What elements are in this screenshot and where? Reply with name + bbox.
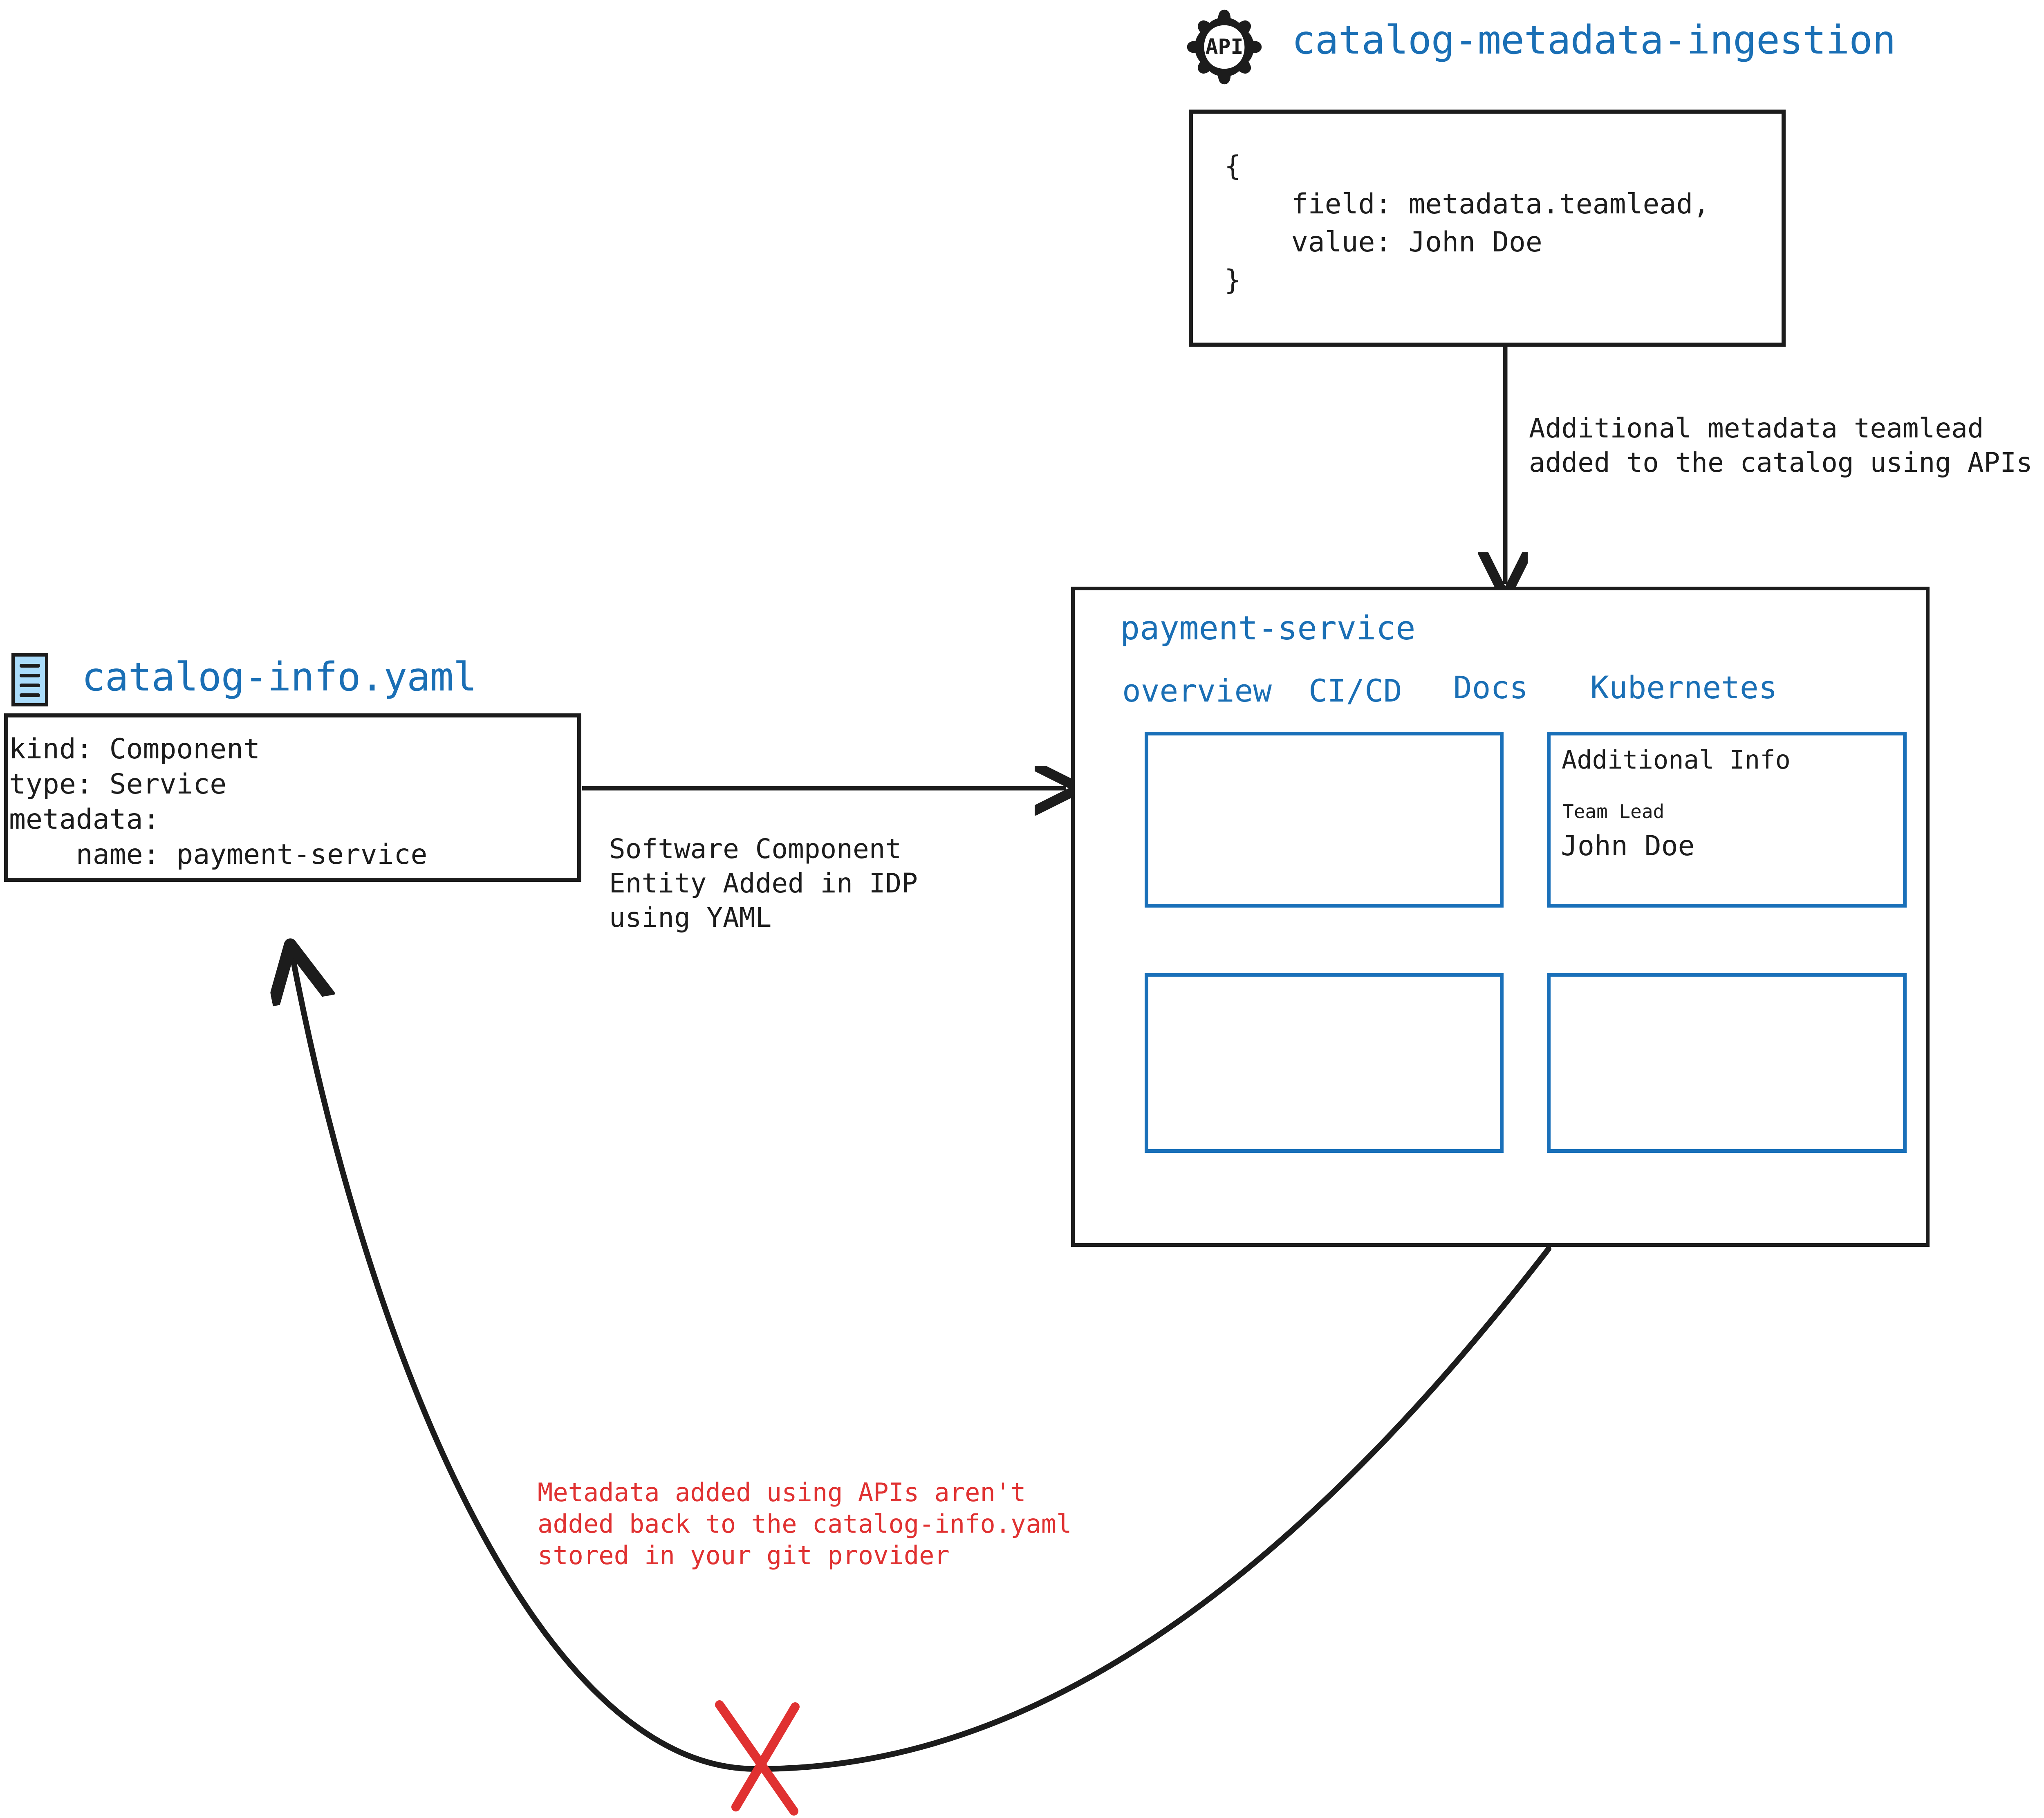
- warning-message: Metadata added using APIs aren't added b…: [538, 1477, 1072, 1570]
- team-lead-value: John Doe: [1561, 830, 1695, 862]
- tab-cicd[interactable]: CI/CD: [1309, 673, 1402, 709]
- api-source-title: catalog-metadata-ingestion: [1292, 17, 1896, 63]
- panel-card-bottom-right: [1547, 973, 1907, 1153]
- api-payload-code: { field: metadata.teamlead, value: John …: [1224, 150, 1710, 296]
- api-payload-box: [1189, 110, 1786, 347]
- yaml-source-box: [4, 713, 581, 882]
- team-lead-label: Team Lead: [1562, 800, 1665, 823]
- panel-card-bottom-left: [1145, 973, 1504, 1153]
- panel-entity-title: payment-service: [1120, 609, 1416, 647]
- yaml-source-title: catalog-info.yaml: [82, 654, 477, 700]
- blocked-x-marker: [715, 1700, 800, 1816]
- yaml-source-code: kind: Component type: Service metadata: …: [9, 733, 428, 871]
- yaml-file-icon: [11, 653, 48, 706]
- svg-text:API: API: [1206, 35, 1244, 59]
- tab-overview[interactable]: overview: [1122, 673, 1272, 709]
- panel-card-additional-info: [1547, 732, 1907, 908]
- edge-label-yaml-to-panel: Software Component Entity Added in IDP u…: [609, 833, 918, 933]
- panel-card-top-left: [1145, 732, 1504, 908]
- tab-docs[interactable]: Docs: [1453, 669, 1529, 706]
- additional-info-heading: Additional Info: [1562, 745, 1791, 775]
- edge-label-api-to-panel: Additional metadata teamlead added to th…: [1529, 412, 2033, 478]
- tab-kubernetes[interactable]: Kubernetes: [1590, 669, 1777, 706]
- api-gear-icon: API: [1187, 9, 1262, 85]
- panel-tabs: overview CI/CD Docs Kubernetes: [1122, 669, 1923, 722]
